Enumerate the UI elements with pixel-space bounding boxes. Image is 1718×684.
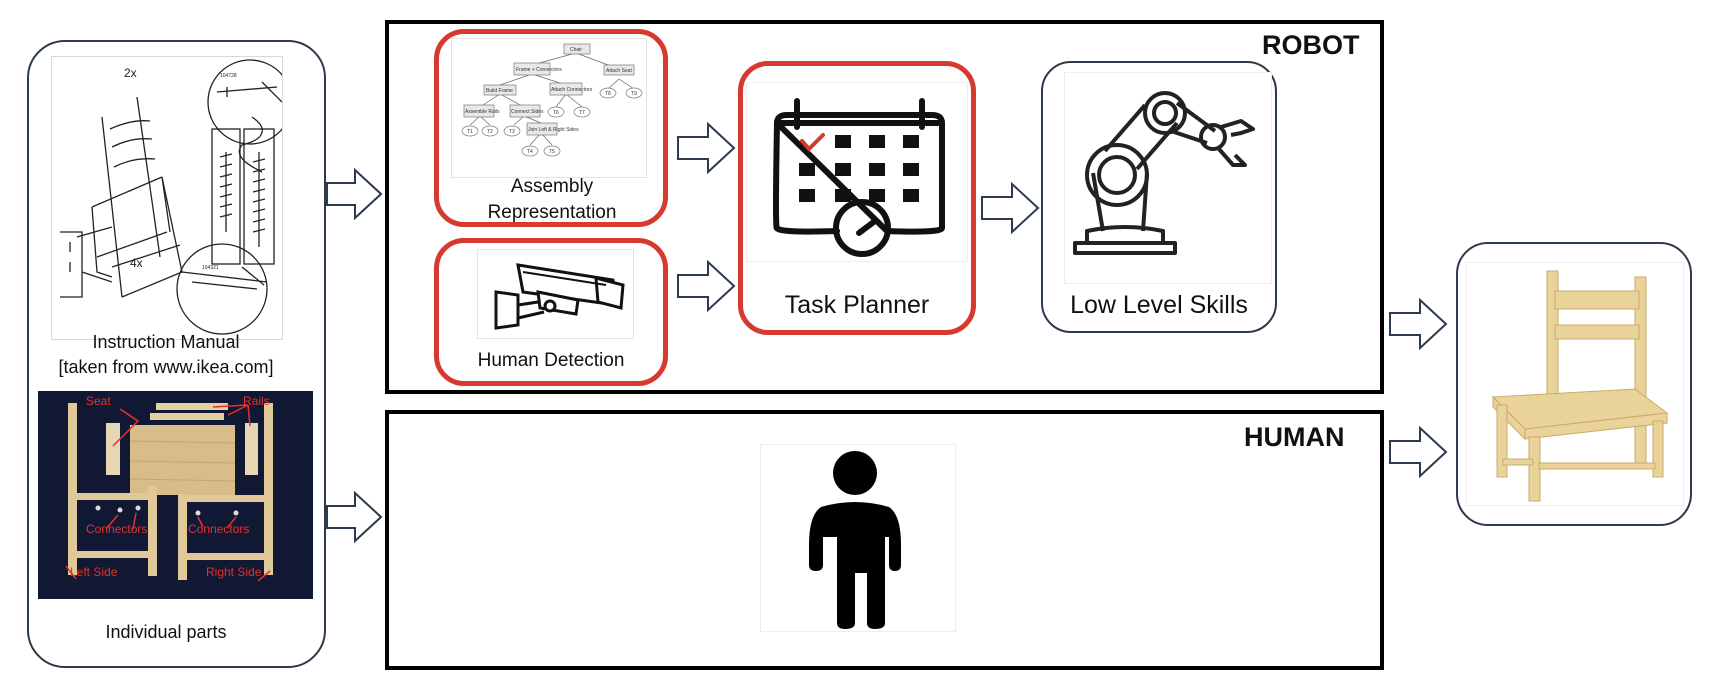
manual-part-a: 104728 [220, 73, 237, 79]
tree-leaf: T8 [605, 91, 611, 97]
arrow-assembly-to-planner [677, 122, 736, 174]
tree-leaf: T9 [631, 91, 637, 97]
tree-leaf: T5 [549, 149, 555, 155]
tree-root: Chair [570, 47, 582, 53]
assembled-chair-image [1466, 262, 1684, 506]
tree-leaf: T2 [487, 129, 493, 135]
tree-attach-seat: Attach Seat [606, 68, 632, 74]
human-detection-caption: Human Detection [477, 350, 625, 371]
task-planner-box [738, 61, 976, 335]
tree-leaf: T7 [579, 110, 585, 116]
human-figure-icon [760, 444, 956, 632]
low-level-skills-caption: Low Level Skills [1070, 291, 1248, 319]
parts-label-connectors-left: Connectors [86, 522, 147, 536]
parts-label-connectors-right: Connectors [188, 522, 249, 536]
input-panel [27, 40, 326, 668]
arrow-human-to-result [1389, 426, 1448, 478]
human-section [385, 410, 1384, 670]
arrow-robot-to-result [1389, 298, 1448, 350]
parts-label-left-side: Left Side [70, 565, 118, 579]
tree-frame: Frame + Connectors [516, 67, 562, 73]
assembly-tree-image: Chair Frame + Connectors Attach Seat Bui… [451, 38, 647, 178]
tree-leaf: T6 [553, 110, 559, 116]
assembled-chair-box [1456, 242, 1692, 526]
tree-build-frame: Build Frame [486, 88, 513, 94]
human-title: HUMAN [1244, 422, 1345, 452]
parts-label-seat: Seat [86, 394, 111, 408]
assembly-representation-box [434, 29, 668, 227]
individual-parts-image: Seat Rails Connectors Connectors Left Si… [38, 391, 313, 599]
assembly-caption-line1: Assembly [510, 176, 594, 197]
tree-leaf: T1 [467, 129, 473, 135]
arrow-detection-to-planner [677, 260, 736, 312]
manual-count-top: 2x [124, 66, 137, 80]
tree-connect-sides: Connect Sides [511, 109, 544, 115]
manual-count-bottom: 4x [130, 256, 143, 270]
tree-join-sides: Join Left & Right Sides [528, 127, 579, 133]
tree-leaf: T4 [527, 149, 533, 155]
parts-label-rails: Rails [243, 394, 270, 408]
low-level-skills-box [1041, 61, 1277, 333]
manual-caption-line1: Instruction Manual [92, 332, 240, 352]
arrow-inputs-to-robot [326, 168, 383, 220]
manual-caption-line2: [taken from www.ikea.com] [58, 357, 274, 377]
task-planner-caption: Task Planner [784, 291, 930, 319]
arrow-planner-to-skills [981, 182, 1040, 234]
manual-part-b: 104321 [202, 265, 219, 271]
instruction-manual-image: 2x 4x 104728 104321 [51, 56, 283, 340]
robot-arm-icon [1064, 72, 1272, 284]
robot-section [385, 20, 1384, 394]
camera-icon [477, 249, 634, 339]
tree-attach-connectors: Attach Connectors [551, 87, 593, 93]
human-detection-box [434, 238, 668, 386]
parts-caption: Individual parts [105, 622, 227, 642]
arrow-inputs-to-human [326, 491, 383, 543]
assembly-caption-line2: Representation [487, 202, 617, 223]
parts-label-right-side: Right Side [206, 565, 262, 579]
tree-assemble-rails: Assemble Rails [465, 109, 500, 115]
calendar-icon [746, 82, 968, 262]
tree-leaf: T3 [509, 129, 515, 135]
robot-title: ROBOT [1262, 30, 1360, 60]
